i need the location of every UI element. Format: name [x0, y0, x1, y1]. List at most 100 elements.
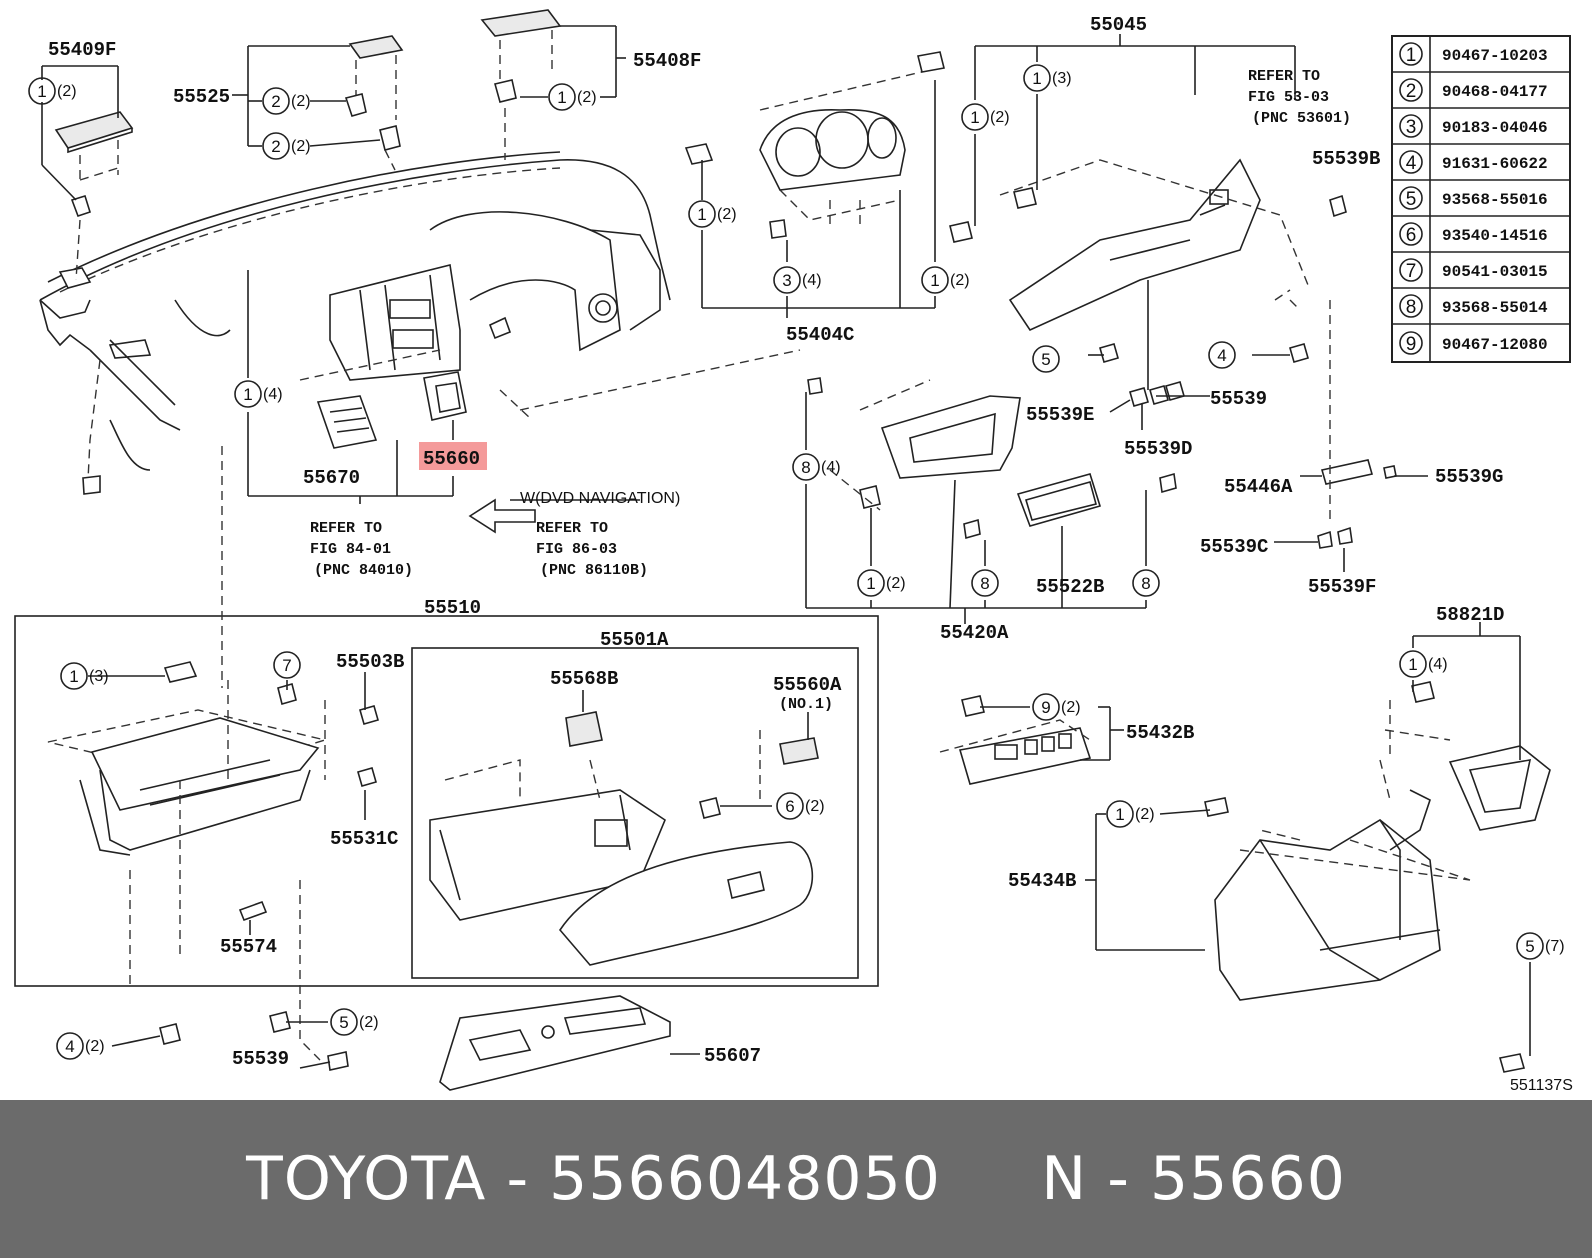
label-55539f: 55539F	[1308, 576, 1376, 598]
part-55432b-drawing	[939, 695, 1092, 785]
svg-text:5: 5	[339, 1013, 348, 1032]
svg-text:1: 1	[1406, 45, 1417, 66]
svg-text:(2): (2)	[57, 83, 77, 100]
ref-84-line2: FIG 84-01	[310, 541, 391, 558]
label-55539-bottom: 55539	[232, 1048, 289, 1070]
callout: 3 (4)	[773, 266, 822, 294]
callout: 5	[1032, 345, 1060, 373]
callout: 1 (2)	[857, 569, 906, 597]
label-55539: 55539	[1210, 388, 1267, 410]
svg-text:9: 9	[1406, 334, 1417, 355]
label-55510: 55510	[424, 597, 481, 619]
callout: 1(2)	[548, 83, 597, 111]
callout: 4(2)	[56, 1032, 105, 1060]
callout: 1(2)	[921, 266, 970, 294]
svg-text:(2): (2)	[1061, 699, 1081, 716]
instrument-panel-drawing	[39, 151, 671, 495]
callout: 2(2)	[262, 87, 311, 115]
label-55560a-note: (NO.1)	[779, 696, 833, 713]
callout: 4	[1208, 341, 1236, 369]
brand-name: TOYOTA	[246, 1144, 487, 1214]
part-console-drawing	[1204, 681, 1551, 1073]
label-55045: 55045	[1090, 14, 1147, 36]
ref-84-line3: (PNC 84010)	[314, 562, 413, 579]
svg-text:3: 3	[782, 271, 791, 290]
callout: 1(2)	[1106, 800, 1155, 828]
part-55525-drawing	[344, 35, 404, 171]
ref-86-line2: FIG 86-03	[536, 541, 617, 558]
label-55432b: 55432B	[1126, 722, 1194, 744]
svg-text:(2): (2)	[291, 93, 311, 110]
svg-text:(2): (2)	[359, 1014, 379, 1031]
reference-notes: REFER TO FIG 53-03 (PNC 53601) REFER TO …	[310, 68, 1351, 579]
callout: 2 (2)	[262, 132, 311, 160]
label-55531c: 55531C	[330, 828, 398, 850]
label-55607: 55607	[704, 1045, 761, 1067]
svg-text:7: 7	[1406, 261, 1417, 282]
svg-text:(2): (2)	[805, 798, 825, 815]
callout: 8 (4)	[792, 453, 841, 481]
svg-text:90467-10203: 90467-10203	[1442, 47, 1548, 65]
svg-text:(4): (4)	[802, 272, 822, 289]
svg-text:(2): (2)	[990, 109, 1010, 126]
part-55420a-drawing	[499, 300, 1397, 549]
part-55510-drawing	[14, 615, 879, 1071]
label-55568b: 55568B	[550, 668, 618, 690]
svg-text:8: 8	[980, 574, 989, 593]
separator: -	[506, 1144, 530, 1214]
ref-53-line3: (PNC 53601)	[1252, 110, 1351, 127]
label-55539g: 55539G	[1435, 466, 1503, 488]
callouts: 1(2) 2(2) 2(2) 1(2) 1(3) 1(2) 1(2) 3(4) …	[28, 64, 1565, 1060]
dvd-navigation-note: W(DVD NAVIGATION)	[520, 490, 680, 507]
svg-text:1: 1	[1032, 69, 1041, 88]
svg-text:(3): (3)	[1052, 70, 1072, 87]
label-55434b: 55434B	[1008, 870, 1076, 892]
svg-text:5: 5	[1041, 350, 1050, 369]
svg-text:(7): (7)	[1545, 938, 1565, 955]
svg-text:6: 6	[1406, 225, 1417, 246]
callout: 1 (3)	[1023, 64, 1072, 92]
svg-text:1: 1	[697, 205, 706, 224]
svg-text:8: 8	[1406, 297, 1417, 318]
svg-text:6: 6	[785, 797, 794, 816]
svg-text:90467-12080: 90467-12080	[1442, 336, 1548, 354]
label-55660-highlighted: 55660	[423, 448, 480, 470]
label-55539b: 55539B	[1312, 148, 1380, 170]
svg-text:4: 4	[65, 1037, 74, 1056]
svg-text:1: 1	[866, 574, 875, 593]
illustration-code: 551137S	[1510, 1077, 1573, 1094]
svg-text:2: 2	[271, 137, 280, 156]
svg-text:7: 7	[282, 656, 291, 675]
part-55404c-drawing	[684, 51, 945, 239]
svg-text:(2): (2)	[291, 138, 311, 155]
svg-text:(4): (4)	[821, 459, 841, 476]
svg-text:8: 8	[1141, 574, 1150, 593]
separator: -	[1107, 1144, 1130, 1214]
label-55539c: 55539C	[1200, 536, 1268, 558]
ref-53-line1: REFER TO	[1248, 68, 1320, 85]
svg-text:1: 1	[37, 82, 46, 101]
callout: 1(3)	[60, 662, 109, 690]
part-55607-drawing	[439, 995, 671, 1091]
svg-text:8: 8	[801, 458, 810, 477]
label-55503b: 55503B	[336, 651, 404, 673]
label-55408f: 55408F	[633, 50, 701, 72]
svg-text:1: 1	[970, 108, 979, 127]
svg-text:(2): (2)	[886, 575, 906, 592]
svg-text:4: 4	[1406, 153, 1417, 174]
highlight-box	[419, 442, 487, 470]
pnc-number: 55660	[1150, 1144, 1346, 1214]
part-vents-drawing	[299, 349, 467, 449]
svg-text:4: 4	[1217, 346, 1226, 365]
svg-text:(3): (3)	[89, 668, 109, 685]
svg-text:(2): (2)	[1135, 806, 1155, 823]
part-info-banner: TOYOTA - 5566048050 N - 55660	[0, 1100, 1592, 1258]
part-55045-drawing	[949, 158, 1347, 363]
callout: 1(2)	[688, 200, 737, 228]
